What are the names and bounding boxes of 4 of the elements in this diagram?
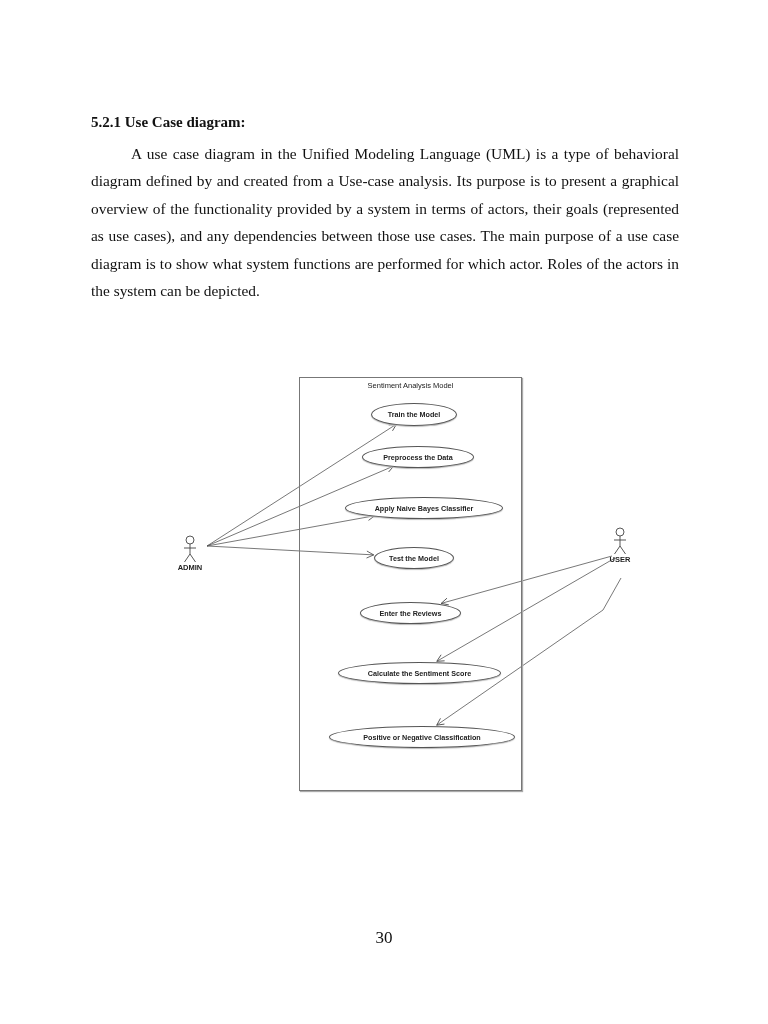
section-heading: 5.2.1 Use Case diagram: (91, 114, 246, 131)
page-number: 30 (374, 928, 394, 948)
system-boundary (299, 377, 522, 791)
body-paragraph: A use case diagram in the Unified Modeling Language (UML) is a type of behavioral diagram defined by and created from a Use-case analysis. Its purpose is to present a graphical overview of the functionality provided by a system in terms of actors, their goals (represented as use cases), and any dependencies between those use cases. The main purpose of a use case diagram is to show what system functions are performed for which actor. Roles of the actors in the system can be depicted. (91, 144, 679, 302)
